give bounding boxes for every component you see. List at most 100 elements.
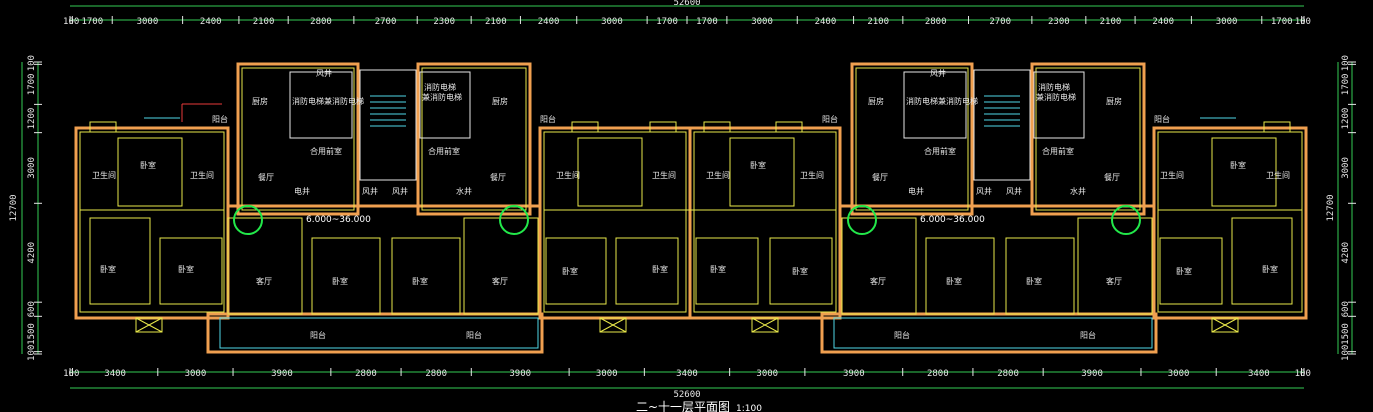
room-label: 风井 — [392, 186, 408, 196]
dimension-label: 2400 — [1152, 17, 1174, 27]
room-label: 兼消防电梯 — [422, 92, 462, 102]
level-note-left: 6.000~36.000 — [306, 215, 371, 225]
dimension-label: 100 — [27, 55, 37, 71]
dimension-label: 3400 — [104, 369, 126, 379]
room-label: 电井 — [294, 186, 310, 196]
room-label: 阳台 — [212, 114, 228, 124]
drawing-scale: 1:100 — [736, 404, 762, 412]
room-label: 消防电梯兼消防电梯 — [292, 96, 364, 106]
room-label: 阳台 — [822, 114, 838, 124]
dimension-label: 3000 — [1216, 17, 1238, 27]
dimension-label: 3000 — [751, 17, 773, 27]
room-label: 消防电梯 — [424, 82, 456, 92]
dimension-label: 3000 — [1168, 369, 1190, 379]
dimension-label: 2700 — [375, 17, 397, 27]
room-label: 卧室 — [750, 160, 766, 170]
room-label: 兼消防电梯 — [1036, 92, 1076, 102]
bottom-dimension-row: 100 3400 3000 3900 2800 2800 3900 3000 3400 3000 3… — [63, 369, 1311, 379]
dimension-label: 100 — [63, 369, 79, 379]
dimension-label: 3900 — [1081, 369, 1103, 379]
room-label: 水井 — [456, 186, 472, 196]
room-label: 卧室 — [946, 276, 962, 286]
room-label: 消防电梯 — [1038, 82, 1070, 92]
dimension-label: 100 — [1295, 17, 1311, 27]
dimension-label: 1200 — [27, 108, 37, 130]
dimension-label: 3900 — [843, 369, 865, 379]
room-label: 风井 — [316, 68, 332, 78]
dimension-label: 2400 — [815, 17, 837, 27]
dimension-label: 600 — [1341, 301, 1351, 317]
dimension-label: 3400 — [1248, 369, 1270, 379]
dimension-label: 2800 — [927, 369, 949, 379]
dimension-label: 3000 — [1341, 157, 1351, 179]
room-label: 卫生间 — [800, 170, 824, 180]
dimension-label: 2800 — [310, 17, 332, 27]
room-label: 合用前室 — [924, 146, 956, 156]
room-label: 卧室 — [178, 264, 194, 274]
dimension-label: 1700 — [1271, 17, 1293, 27]
dimension-label: 100 — [1341, 55, 1351, 71]
dimension-label: 1200 — [1341, 108, 1351, 130]
room-label: 厨房 — [252, 96, 268, 106]
room-label: 餐厅 — [258, 173, 274, 182]
room-label: 电井 — [908, 186, 924, 196]
dimension-label: 100 — [27, 345, 37, 361]
room-label: 卫生间 — [1160, 170, 1184, 180]
room-label: 卧室 — [332, 276, 348, 286]
room-label: 卫生间 — [556, 170, 580, 180]
room-label: 风井 — [976, 186, 992, 196]
room-label: 阳台 — [466, 330, 482, 340]
room-label: 餐厅 — [490, 173, 506, 182]
room-label: 风井 — [1006, 186, 1022, 196]
room-label: 餐厅 — [872, 173, 888, 182]
room-label: 卧室 — [1176, 266, 1192, 276]
room-label: 卫生间 — [92, 170, 116, 180]
dimension-label: 2100 — [1100, 17, 1122, 27]
dimension-ticks — [34, 16, 1356, 376]
dimension-label: 4200 — [1341, 242, 1351, 264]
room-label: 客厅 — [492, 276, 508, 286]
room-label: 客厅 — [1106, 276, 1122, 286]
drawing-title: 二~十一层平面图 — [636, 400, 730, 412]
dimension-label: 100 — [1295, 369, 1311, 379]
room-label: 卧室 — [1262, 264, 1278, 274]
dimension-label: 1700 — [27, 74, 37, 96]
dimension-label: 3400 — [676, 369, 698, 379]
left-total-dim: 12700 — [9, 194, 19, 221]
dimension-label: 1500 — [1341, 323, 1351, 345]
room-label: 厨房 — [868, 96, 884, 106]
room-label: 卧室 — [412, 276, 428, 286]
dimension-label: 3000 — [601, 17, 623, 27]
dimension-label: 1500 — [27, 323, 37, 345]
dimension-label: 600 — [27, 301, 37, 317]
room-label: 阳台 — [540, 114, 556, 124]
dimension-label: 2300 — [1048, 17, 1070, 27]
dimension-label: 4200 — [27, 242, 37, 264]
dimension-label: 2800 — [997, 369, 1019, 379]
room-label: 阳台 — [1080, 330, 1096, 340]
room-label: 风井 — [930, 68, 946, 78]
room-label: 卫生间 — [652, 170, 676, 180]
dimension-label: 1700 — [696, 17, 718, 27]
room-label: 合用前室 — [428, 146, 460, 156]
room-label: 卫生间 — [1266, 170, 1290, 180]
dimension-label: 3000 — [756, 369, 778, 379]
room-label: 阳台 — [310, 330, 326, 340]
room-label: 卧室 — [100, 264, 116, 274]
room-label: 合用前室 — [310, 146, 342, 156]
dimension-label: 2100 — [485, 17, 507, 27]
room-label: 厨房 — [492, 96, 508, 106]
top-total-dim: 52600 — [673, 0, 700, 8]
dimension-label: 3000 — [596, 369, 618, 379]
bottom-total-dim: 52600 — [673, 390, 700, 400]
dimension-label: 2800 — [355, 369, 377, 379]
room-label: 卫生间 — [190, 170, 214, 180]
dimension-label: 100 — [1341, 345, 1351, 361]
dimension-label: 1700 — [81, 17, 103, 27]
dimension-label: 1700 — [656, 17, 678, 27]
dimension-label: 1700 — [1341, 74, 1351, 96]
dimension-label: 3900 — [509, 369, 531, 379]
